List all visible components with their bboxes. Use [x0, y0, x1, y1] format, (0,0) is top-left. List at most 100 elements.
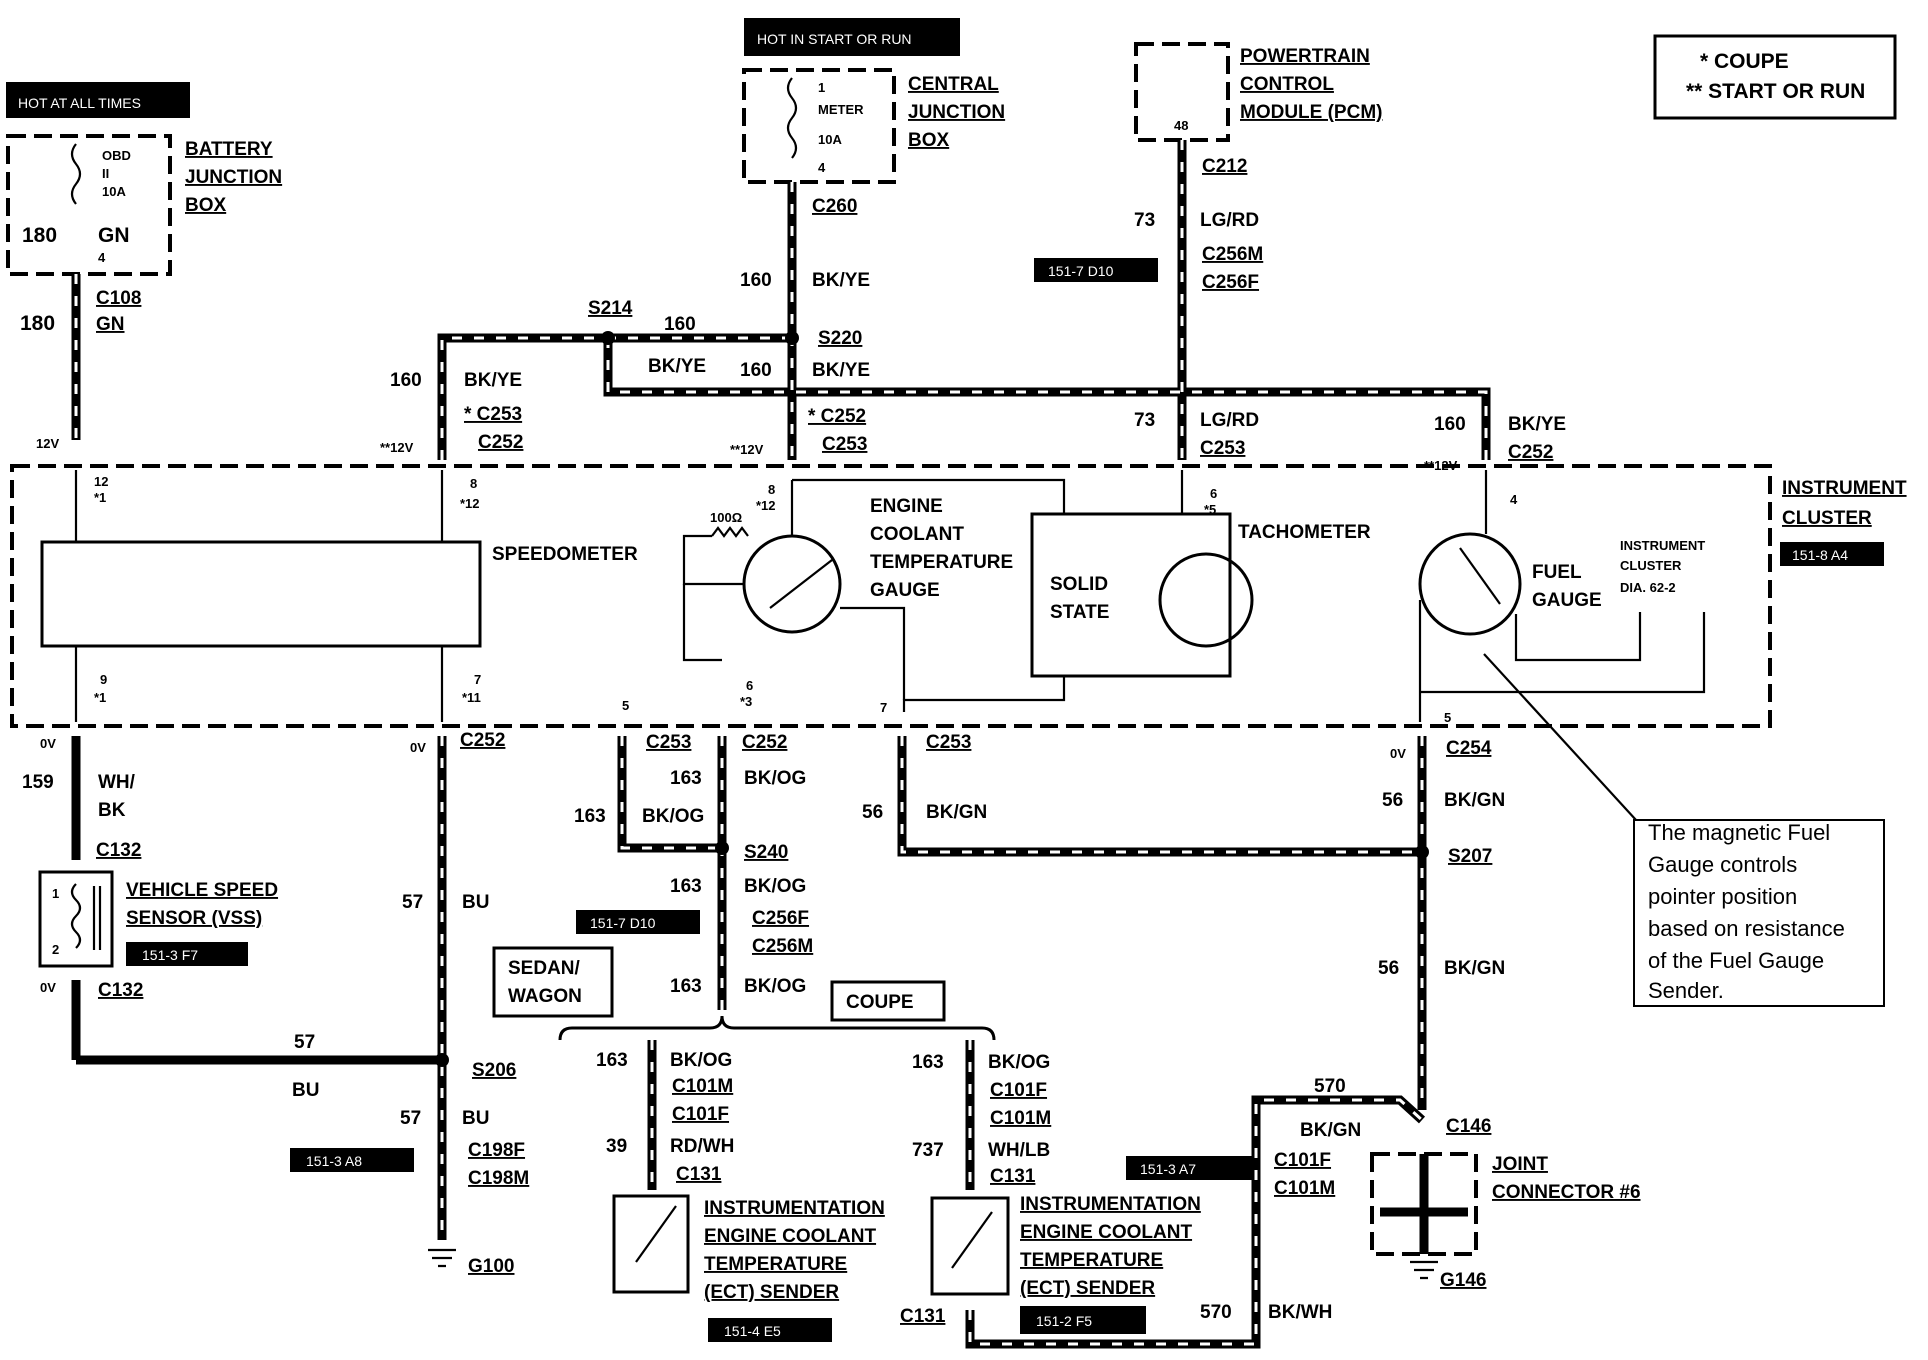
lbl-c256f-low: C256F: [752, 908, 809, 929]
fuel-gauge-1: FUEL: [1532, 562, 1582, 583]
splice-s214: [601, 331, 615, 345]
lbl-c101m-s2: C101M: [990, 1108, 1051, 1129]
splice-s240: [715, 841, 729, 855]
lbl-c252-left: C252: [478, 432, 523, 453]
lbl-bu-b: BU: [292, 1080, 319, 1101]
sedan-wagon-box: [492, 946, 614, 1018]
vss-label-2: SENSOR (VSS): [126, 908, 262, 929]
lbl-c146: C146: [1446, 1116, 1491, 1137]
lbl-163-c: 163: [670, 876, 702, 897]
lbl-c253-star: * C253: [464, 404, 522, 425]
lbl-bkog-c: BK/OG: [744, 876, 806, 897]
lbl-737: 737: [912, 1140, 944, 1161]
pin-4: 4: [1510, 492, 1518, 507]
lbl-s220: S220: [818, 328, 862, 349]
lbl-bkgn-jc: BK/GN: [1300, 1120, 1361, 1141]
lbl-c252-lower: C252: [460, 730, 505, 751]
banner-hot-in-start-or-run-text: HOT IN START OR RUN: [757, 31, 912, 47]
coupe-label: COUPE: [846, 992, 914, 1013]
ect-coupe-1: INSTRUMENTATION: [1020, 1194, 1201, 1215]
lbl-bkog-s2: BK/OG: [988, 1052, 1050, 1073]
lbl-c101f-s2: C101F: [990, 1080, 1047, 1101]
lbl-c253-mid: C253: [822, 434, 867, 455]
lbl-s214: S214: [588, 298, 633, 319]
bjb-pin: 4: [98, 250, 106, 265]
splice-s206: [435, 1053, 449, 1067]
bjb-name-1: BATTERY: [185, 139, 273, 160]
banner-hot-at-all-times-text: HOT AT ALL TIMES: [18, 95, 141, 111]
cluster-ref: 151-8 A4: [1792, 547, 1848, 563]
lbl-163-b: 163: [574, 806, 606, 827]
lbl-bkgn-a: BK/GN: [926, 802, 987, 823]
lbl-c132-bot: C132: [98, 980, 143, 1001]
lbl-c256m: C256M: [1202, 244, 1263, 265]
lbl-57-a: 57: [402, 892, 423, 913]
tachometer-icon: [1158, 552, 1254, 648]
ect-sedan-2: ENGINE COOLANT: [704, 1226, 876, 1247]
lbl-c131-s1: C131: [676, 1164, 722, 1185]
banner-hot-at-all-times: [6, 82, 190, 118]
pin-9: 9: [100, 672, 107, 687]
bjb-color: GN: [98, 224, 130, 247]
vss-pin-1: 1: [52, 886, 59, 901]
lbl-c256m-low: C256M: [752, 936, 813, 957]
lbl-gn: GN: [96, 314, 125, 335]
pin-star-12a: *12: [460, 496, 480, 511]
cluster-name-1: INSTRUMENT: [1782, 478, 1907, 499]
cjb-fuse-1: 1: [818, 80, 825, 95]
cjb-fuse-4: 4: [818, 160, 826, 175]
pin-6a: 6: [1210, 486, 1217, 501]
bjb-fuse-icon: [70, 143, 82, 205]
instrument-cluster-box: [10, 464, 1772, 728]
lbl-c101m-jc: C101M: [1274, 1178, 1335, 1199]
pin-12: 12: [94, 474, 108, 489]
pin-7b: 7: [880, 700, 887, 715]
pin-star-1: *1: [94, 490, 106, 505]
speedometer-box: [40, 540, 482, 648]
lbl-c131-s2b: C131: [900, 1306, 946, 1327]
lbl-160-left: 160: [390, 370, 422, 391]
lbl-bkog-d: BK/OG: [744, 976, 806, 997]
v0-2: 0V: [410, 740, 426, 755]
splice-s207: [1415, 845, 1429, 859]
lbl-bkye-s220: BK/YE: [812, 360, 870, 381]
ground-g146-icon: [1410, 1260, 1438, 1280]
ect-sender-sedan-box: [612, 1194, 690, 1294]
bjb-name-2: JUNCTION: [185, 167, 282, 188]
ect-coupe-3: TEMPERATURE: [1020, 1250, 1163, 1271]
lbl-whlb: WH/LB: [988, 1140, 1050, 1161]
lbl-bkog-b: BK/OG: [642, 806, 704, 827]
resistor-icon: [711, 526, 749, 538]
cjb-name-1: CENTRAL: [908, 74, 999, 95]
wire-stripes: [74, 140, 1488, 1346]
lbl-c256f: C256F: [1202, 272, 1259, 293]
lbl-56-b: 56: [1382, 790, 1403, 811]
lbl-lgrd-top: LG/RD: [1200, 210, 1259, 231]
lbl-c252-star: * C252: [808, 406, 866, 427]
lbl-bkye-mid: BK/YE: [648, 356, 706, 377]
pcm-name-1: POWERTRAIN: [1240, 46, 1370, 67]
ref-2: 151-7 D10: [590, 915, 656, 931]
ect-gauge-4: GAUGE: [870, 580, 940, 601]
lbl-160-mid: 160: [740, 360, 772, 381]
lbl-c212: C212: [1202, 156, 1247, 177]
lbl-bkgn-c: BK/GN: [1444, 958, 1505, 979]
legend-coupe: * COUPE: [1700, 50, 1789, 73]
lbl-bkye-left: BK/YE: [464, 370, 522, 391]
pin-star-11: *11: [462, 690, 481, 705]
lbl-g146: G146: [1440, 1270, 1486, 1291]
solid-state-2: STATE: [1050, 602, 1109, 623]
pin-8b: 8: [768, 482, 775, 497]
ref-box-7: [1020, 1306, 1146, 1334]
v12-2: **12V: [380, 440, 414, 455]
lbl-73-bot: 73: [1134, 410, 1155, 431]
pin-star-1b: *1: [94, 690, 106, 705]
note-leader: [1483, 653, 1637, 821]
ref-1: 151-7 D10: [1048, 263, 1114, 279]
lbl-160-fuel: 160: [1434, 414, 1466, 435]
v0-3: 0V: [40, 980, 56, 995]
lbl-s206: S206: [472, 1060, 516, 1081]
jc-1: JOINT: [1492, 1154, 1548, 1175]
lbl-c101m-s1: C101M: [672, 1076, 733, 1097]
lbl-c101f-jc: C101F: [1274, 1150, 1331, 1171]
